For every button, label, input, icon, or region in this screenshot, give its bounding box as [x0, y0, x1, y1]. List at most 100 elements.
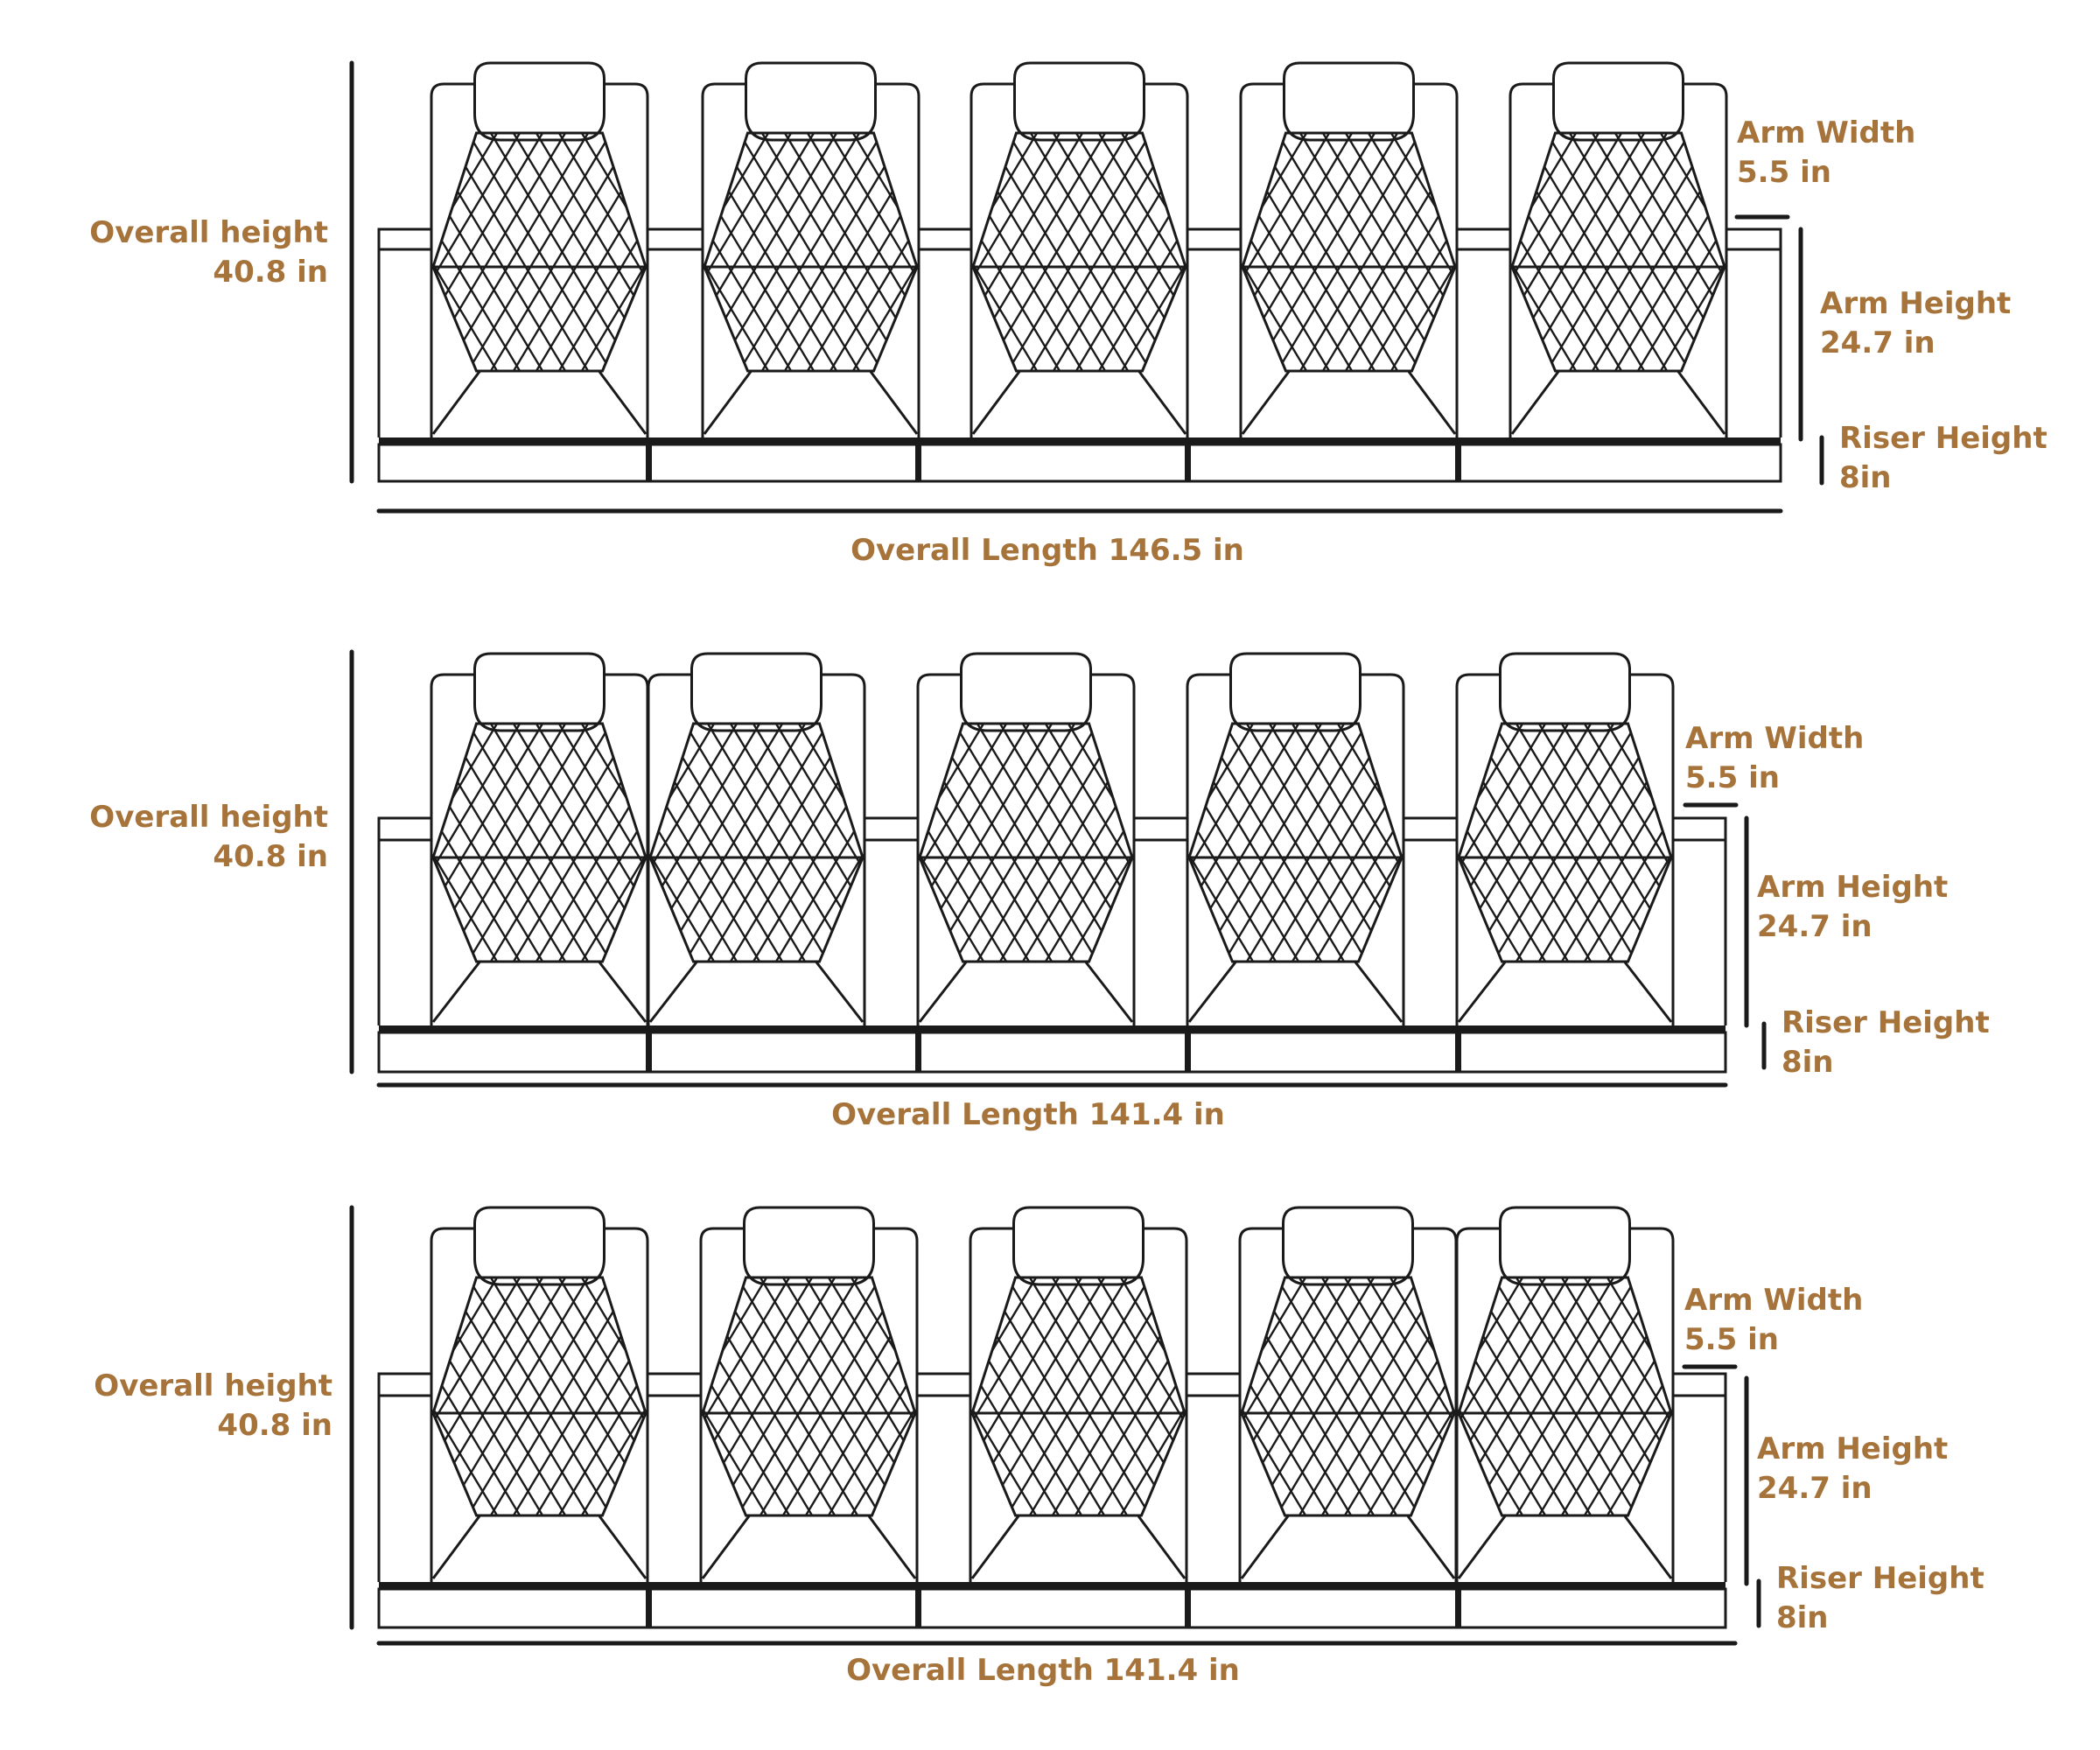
quilted-diamond-pattern [1512, 133, 1725, 371]
leg-left [431, 1515, 481, 1579]
riser-divider [1185, 1582, 1191, 1628]
riser-divider [1455, 1026, 1461, 1072]
arm-width-value: 5.5 in [1684, 1322, 1779, 1357]
riser-divider [915, 1026, 921, 1072]
leg-left [971, 370, 1021, 435]
overall-length-label: Overall Length 141.4 in [831, 1097, 1225, 1132]
riser-height-value: 8in [1839, 460, 1892, 495]
leg-right [1354, 961, 1404, 1023]
headrest-icon [1499, 1206, 1631, 1286]
arm-width-title: Arm Width [1685, 721, 1864, 756]
overall-height-value: 40.8 in [217, 1408, 332, 1443]
seating-row-2: Overall height 40.8 in Arm Width 5.5 in … [89, 649, 1990, 1132]
row-1-seat-drawing [377, 61, 1782, 483]
leg-left [648, 961, 698, 1023]
leg-left [918, 961, 968, 1023]
leg-right [598, 961, 648, 1023]
overall-height-value: 40.8 in [213, 255, 328, 290]
overall-length-label: Overall Length 141.4 in [846, 1653, 1240, 1688]
leg-left [431, 370, 481, 435]
riser-rail [379, 438, 1781, 444]
riser-height-title: Riser Height [1839, 421, 2048, 456]
leg-right [598, 370, 648, 435]
leg-left [431, 961, 481, 1023]
headrest-icon [1283, 61, 1415, 142]
seating-row-1: Overall height 40.8 in Arm Width 5.5 in … [89, 60, 2048, 568]
headrest-icon [1229, 652, 1362, 732]
riser-divider [646, 438, 652, 481]
riser-divider [1455, 1582, 1461, 1628]
leg-left [1510, 370, 1560, 435]
overall-height-title: Overall height [94, 1368, 332, 1404]
leg-left [701, 1515, 751, 1579]
leg-right [869, 370, 919, 435]
leg-right [867, 1515, 917, 1579]
headrest-icon [473, 652, 606, 732]
riser-divider [1185, 1026, 1191, 1072]
arm-height-value: 24.7 in [1820, 326, 1936, 360]
leg-right [1406, 1515, 1456, 1579]
leg-left [1457, 961, 1507, 1023]
riser-divider [915, 1582, 921, 1628]
riser-height-value: 8in [1776, 1600, 1829, 1635]
leg-left [1457, 1515, 1507, 1579]
leg-left [703, 370, 752, 435]
headrest-icon [473, 1206, 606, 1286]
headrest-icon [1013, 61, 1145, 142]
arm-height-value: 24.7 in [1757, 1471, 1872, 1506]
headrest-icon [1012, 1206, 1144, 1286]
arm-width-value: 5.5 in [1737, 155, 1831, 190]
riser-height-title: Riser Height [1782, 1005, 1990, 1040]
headrest-icon [690, 652, 822, 732]
headrest-icon [1499, 652, 1631, 732]
overall-height-value: 40.8 in [213, 839, 328, 874]
seat [970, 61, 1189, 438]
arm-width-title: Arm Width [1737, 116, 1915, 150]
headrest-icon [743, 1206, 875, 1286]
leg-right [1407, 370, 1457, 435]
leg-left [1241, 370, 1291, 435]
headrest-icon [745, 61, 877, 142]
leg-right [598, 1515, 648, 1579]
leg-left [1240, 1515, 1290, 1579]
leg-right [1623, 961, 1673, 1023]
arm-height-value: 24.7 in [1757, 909, 1872, 944]
arm-height-title: Arm Height [1757, 870, 1948, 905]
headrest-icon [1552, 61, 1684, 142]
riser-base [377, 1587, 1727, 1629]
leg-left [1187, 961, 1237, 1023]
seat [1508, 61, 1728, 438]
leg-right [1084, 961, 1134, 1023]
riser-rail [379, 1026, 1726, 1032]
seat [699, 1206, 919, 1582]
riser-base [377, 443, 1782, 483]
riser-divider [1455, 438, 1461, 481]
leg-right [1676, 370, 1726, 435]
headrest-icon [960, 652, 1092, 732]
row-3-seat-drawing [377, 1206, 1727, 1629]
arm-width-title: Arm Width [1684, 1283, 1863, 1318]
overall-height-title: Overall height [89, 215, 328, 250]
riser-height-title: Riser Height [1776, 1561, 1984, 1596]
leg-right [1623, 1515, 1673, 1579]
headrest-icon [1282, 1206, 1414, 1286]
leg-right [1138, 370, 1187, 435]
riser-divider [646, 1582, 652, 1628]
riser-base [377, 1031, 1727, 1074]
riser-rail [379, 1582, 1726, 1589]
overall-height-title: Overall height [89, 800, 328, 835]
riser-divider [1185, 438, 1191, 481]
riser-height-value: 8in [1782, 1045, 1834, 1080]
leg-left [970, 1515, 1020, 1579]
seating-row-3: Overall height 40.8 in Arm Width 5.5 in … [94, 1205, 1984, 1688]
arm-width-value: 5.5 in [1685, 760, 1780, 795]
overall-length-label: Overall Length 146.5 in [850, 533, 1244, 568]
headrest-icon [473, 61, 606, 142]
row-2-seat-drawing [377, 652, 1727, 1074]
leg-right [815, 961, 864, 1023]
riser-divider [915, 438, 921, 481]
riser-divider [646, 1026, 652, 1072]
leg-right [1137, 1515, 1186, 1579]
arm-height-title: Arm Height [1820, 286, 2011, 321]
